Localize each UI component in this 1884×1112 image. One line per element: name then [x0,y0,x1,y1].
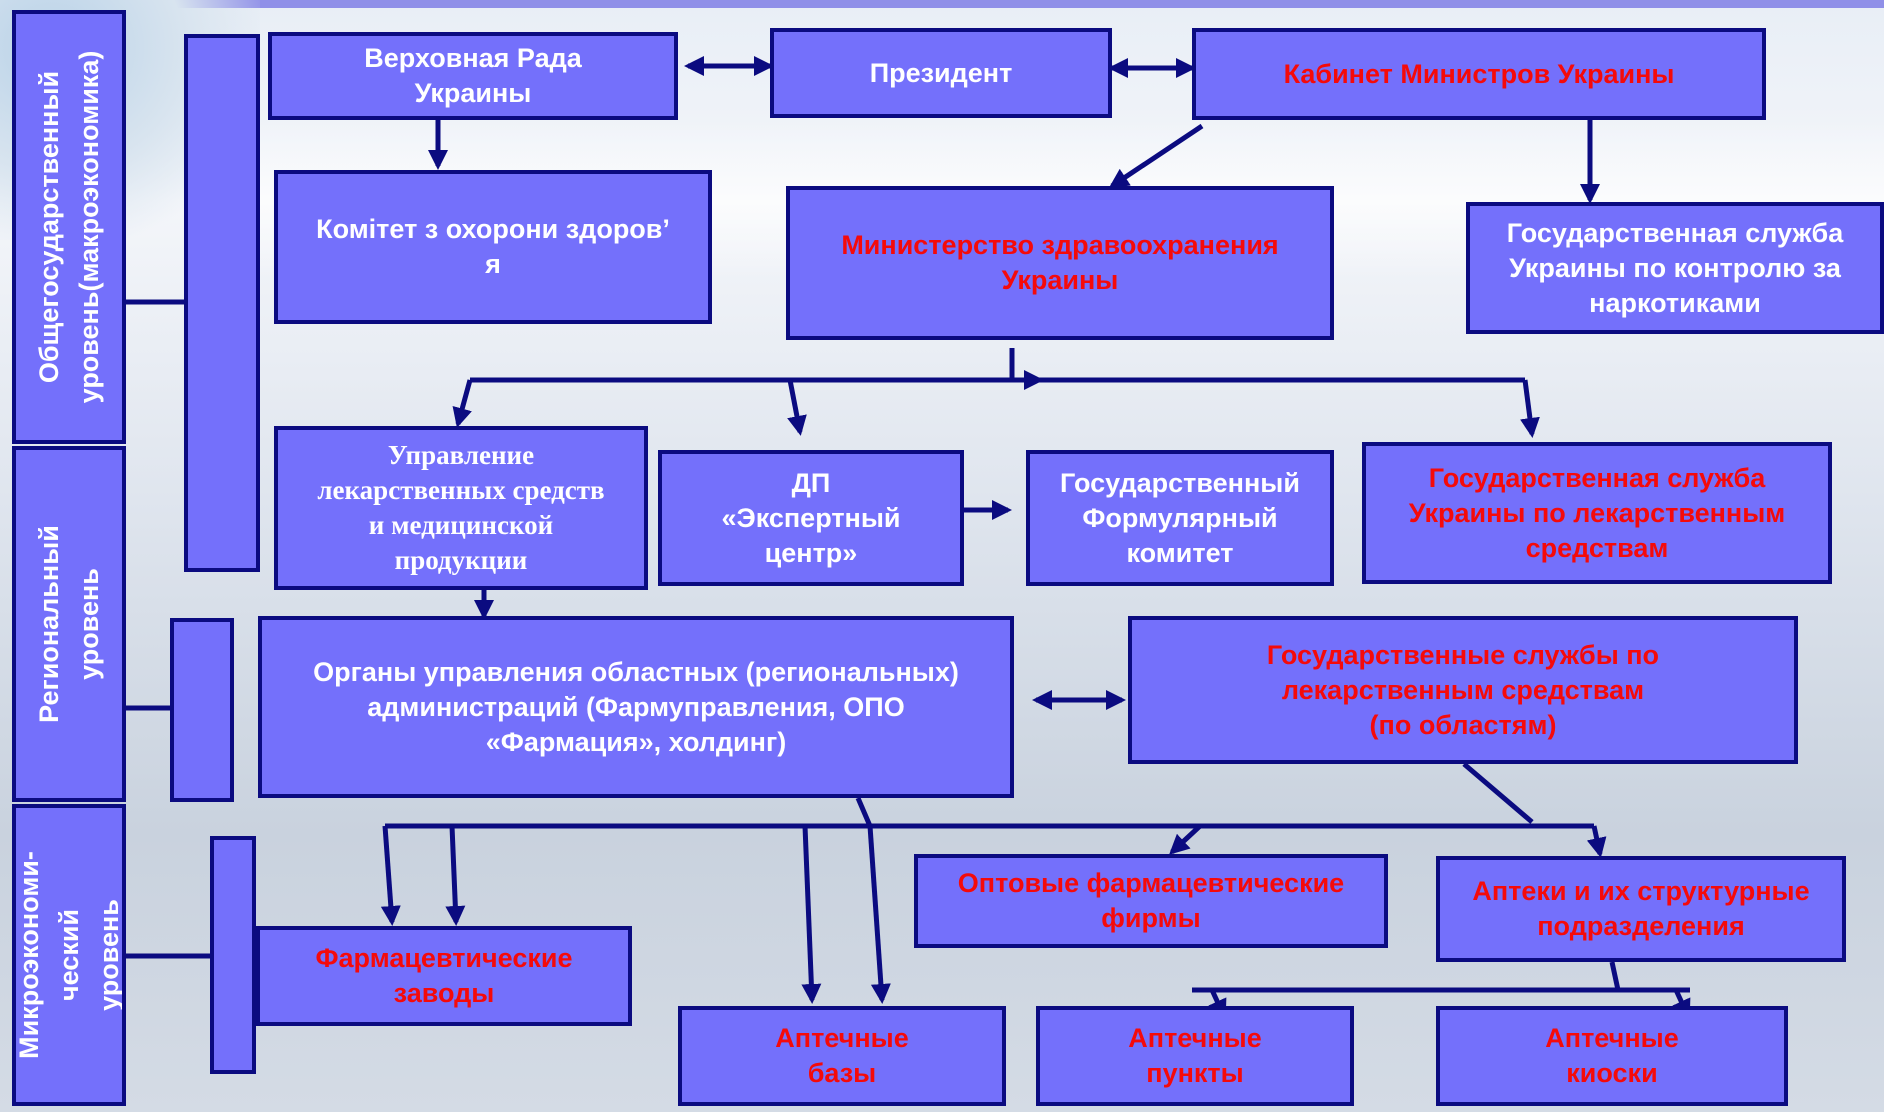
level-national: Общегосударственный уровень(макроэкономи… [12,10,126,444]
level-micro: Микроэкономи- ческий уровень [12,804,126,1106]
node-formulary-committee[interactable]: Государственный Формулярный комитет [1026,450,1334,586]
node-expert-center[interactable]: ДП «Экспертный центр» [658,450,964,586]
node-health-committee[interactable]: Комітет з охорони здоров’ я [274,170,712,324]
node-narcotics-service[interactable]: Государственная служба Украины по контро… [1466,202,1884,334]
node-medicines-management[interactable]: Управление лекарственных средств и медиц… [274,426,648,590]
bracket-regional [170,618,234,802]
node-verkhovna-rada[interactable]: Верховная Рада Украины [268,32,678,120]
top-bar [0,0,1884,8]
node-president[interactable]: Президент [770,28,1112,118]
node-cabinet[interactable]: Кабинет Министров Украины [1192,28,1766,120]
node-pharmacy-warehouses[interactable]: Аптечные базы [678,1006,1006,1106]
node-regional-services[interactable]: Государственные службы по лекарственным … [1128,616,1798,764]
node-medicines-service[interactable]: Государственная служба Украины по лекарс… [1362,442,1832,584]
node-pharmacy-points[interactable]: Аптечные пункты [1036,1006,1354,1106]
level-regional: Региональный уровень [12,446,126,802]
node-pharmacies[interactable]: Аптеки и их структурные подразделения [1436,856,1846,962]
node-ministry-health[interactable]: Министерство здравоохранения Украины [786,186,1334,340]
node-regional-admin[interactable]: Органы управления областных (региональны… [258,616,1014,798]
node-pharmacy-kiosks[interactable]: Аптечные киоски [1436,1006,1788,1106]
node-wholesale-firms[interactable]: Оптовые фармацевтические фирмы [914,854,1388,948]
node-pharma-plants[interactable]: Фармацевтические заводы [256,926,632,1026]
